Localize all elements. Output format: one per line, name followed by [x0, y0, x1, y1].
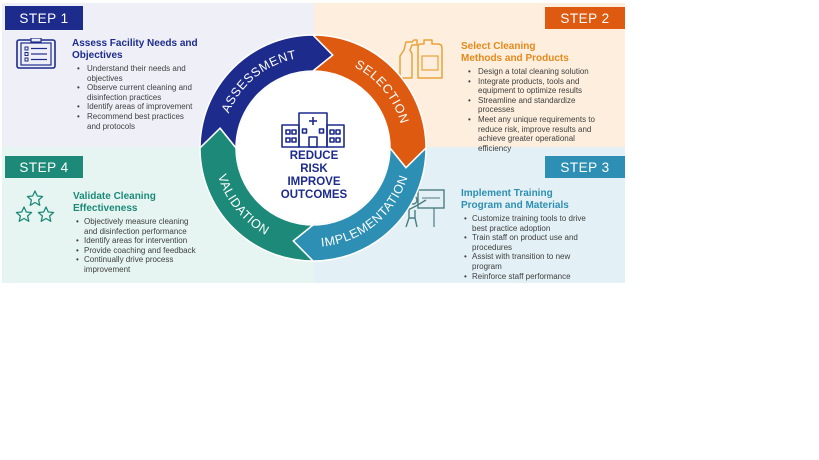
step2-title: Select Cleaning Methods and Products [461, 41, 569, 64]
trainer-presentation-icon [405, 189, 445, 228]
list-item: Design a total cleaning solution [461, 67, 611, 77]
center-line: RISK [300, 163, 328, 175]
list-item: Identify areas for intervention [73, 236, 233, 246]
step3-content: Implement Training Program and Materials… [461, 188, 611, 281]
center-outcomes-text: REDUCE RISK IMPROVE OUTCOMES [262, 150, 366, 202]
cleaning-bottles-icon [399, 39, 443, 79]
step3-title: Implement Training Program and Materials [461, 188, 569, 211]
center-line: REDUCE [289, 150, 339, 162]
step2-bullets: Design a total cleaning solution Integra… [461, 67, 611, 153]
step2-content: Select Cleaning Methods and Products Des… [461, 41, 611, 153]
step4-badge: STEP 4 [5, 156, 83, 178]
clipboard-checklist-icon [16, 38, 56, 69]
center-line: OUTCOMES [280, 189, 348, 201]
step1-content: Assess Facility Needs and Objectives Und… [72, 38, 272, 131]
cycle-segment-validation [199, 127, 316, 262]
step1-title: Assess Facility Needs and Objectives [72, 38, 198, 61]
cycle-center-disc [237, 72, 389, 224]
list-item: Provide coaching and feedback [73, 246, 233, 256]
three-stars-icon [15, 190, 55, 222]
step1-badge: STEP 1 [5, 6, 83, 30]
list-item: Identify areas of improvement [72, 102, 272, 112]
step4-title: Validate Cleaning Effectiveness [73, 191, 156, 214]
step2-badge: STEP 2 [545, 7, 625, 29]
center-line: IMPROVE [287, 176, 341, 188]
list-item: Observe current cleaning anddisinfection… [72, 83, 272, 102]
step3-badge: STEP 3 [545, 156, 625, 178]
list-item: Reinforce staff performance [461, 272, 611, 282]
hospital-building-icon [281, 112, 345, 148]
step4-content: Validate Cleaning Effectiveness Objectiv… [73, 191, 233, 275]
process-cycle: ASSESSMENTSELECTIONIMPLEMENTATIONVALIDAT… [199, 34, 427, 262]
